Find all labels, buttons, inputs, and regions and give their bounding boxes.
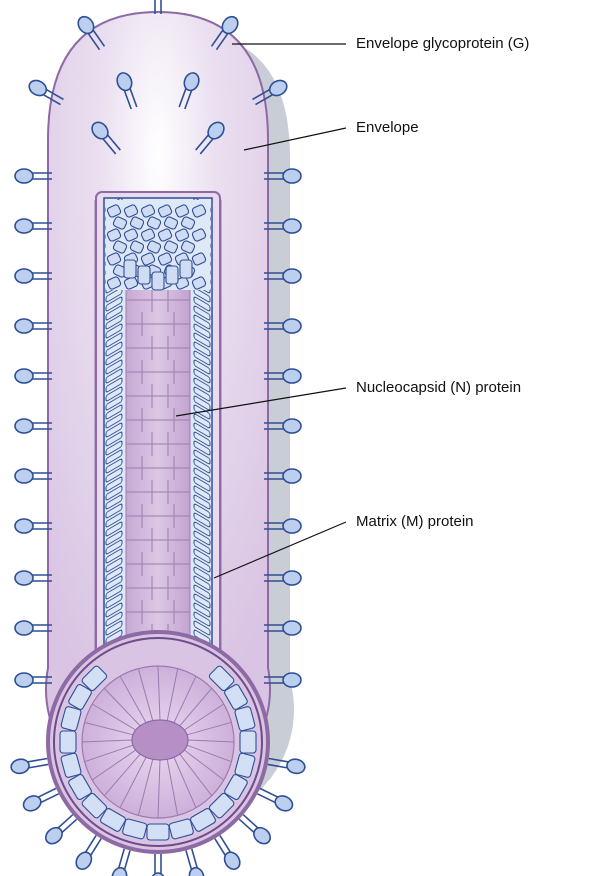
glycoprotein-spike: [110, 848, 134, 876]
label-envelope-glycoprotein: Envelope glycoprotein (G): [356, 35, 529, 53]
glycoprotein-spike: [10, 755, 49, 775]
glycoprotein-spike: [15, 269, 52, 283]
bulb: [48, 632, 268, 852]
glycoprotein-spike: [15, 169, 52, 183]
glycoprotein-spike: [15, 319, 52, 333]
glycoprotein-spike: [15, 419, 52, 433]
glycoprotein-spike: [15, 571, 52, 585]
glycoprotein-spike: [151, 854, 165, 876]
glycoprotein-spike: [15, 519, 52, 533]
glycoprotein-spike: [15, 621, 52, 635]
nucleocapsid-coils: [106, 200, 210, 290]
label-envelope: Envelope: [356, 119, 419, 137]
glycoprotein-spike: [182, 848, 206, 876]
glycoprotein-spike: [21, 785, 60, 814]
nucleocapsid-column: [126, 288, 190, 668]
glycoprotein-spike: [211, 833, 242, 872]
glycoprotein-spike: [73, 833, 104, 872]
glycoprotein-spike: [15, 469, 52, 483]
glycoprotein-spike: [43, 812, 80, 847]
label-matrix-protein: Matrix (M) protein: [356, 513, 474, 531]
glycoprotein-spike: [15, 219, 52, 233]
glycoprotein-spike: [256, 785, 295, 814]
label-nucleocapsid-protein: Nucleocapsid (N) protein: [356, 379, 521, 397]
glycoprotein-spike: [15, 369, 52, 383]
glycoprotein-spike: [237, 812, 274, 847]
